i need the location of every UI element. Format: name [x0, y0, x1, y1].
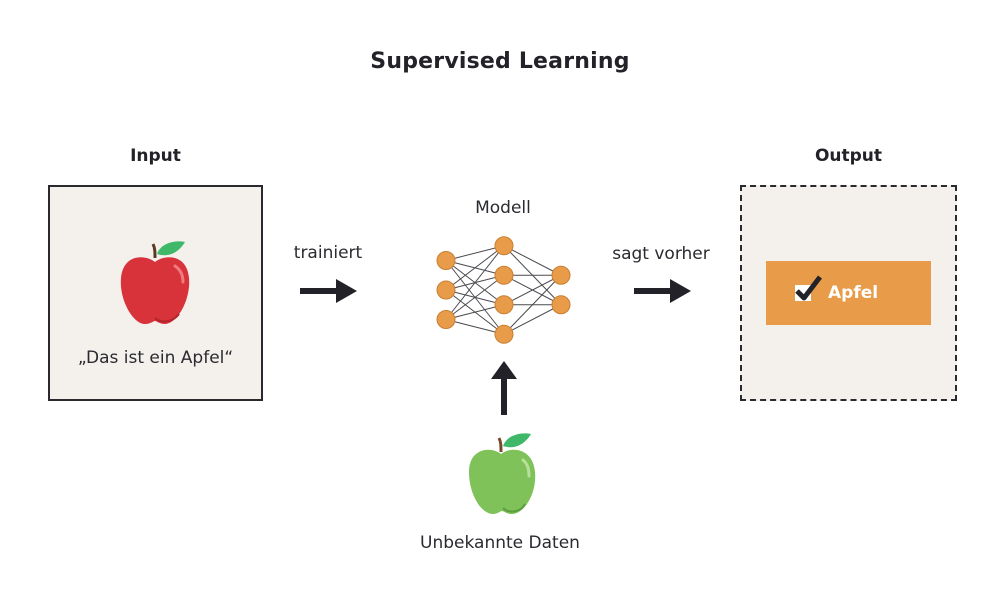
model-heading: Modell — [475, 198, 531, 218]
arrow-right-icon — [300, 279, 357, 303]
nn-connection — [445, 274, 505, 320]
nn-node-layer-1 — [436, 310, 456, 329]
nn-connection — [503, 304, 562, 335]
nn-node-layer-1 — [436, 251, 456, 270]
predict-label: sagt vorher — [612, 244, 710, 264]
nn-connection — [445, 245, 505, 320]
input-heading: Input — [130, 146, 181, 166]
checkmark-icon — [795, 275, 822, 301]
diagram-title: Supervised Learning — [370, 49, 630, 74]
output-result — [766, 261, 931, 325]
arrow-up-icon — [491, 361, 517, 415]
arrow-right-icon — [634, 279, 691, 303]
nn-connection — [503, 274, 562, 306]
nn-node-layer-1 — [436, 280, 456, 300]
nn-connection — [445, 245, 505, 291]
output-heading: Output — [814, 146, 883, 166]
nn-node-layer-2 — [494, 236, 514, 256]
train-label: trainiert — [293, 243, 363, 263]
nn-connection — [503, 274, 562, 335]
nn-connection — [445, 319, 505, 335]
nn-connection — [445, 245, 505, 261]
unknown-data-label: Unbekannte Daten — [420, 533, 580, 553]
red-apple-icon — [120, 241, 190, 324]
nn-node-layer-3 — [551, 295, 571, 315]
nn-node-layer-2 — [494, 324, 514, 344]
green-apple-icon — [469, 433, 536, 514]
neural-network-icon — [436, 236, 571, 344]
nn-connection — [503, 245, 562, 276]
nn-connection — [445, 304, 505, 320]
nn-node-layer-2 — [494, 295, 514, 315]
nn-node-layer-3 — [551, 265, 571, 285]
output-result-label: Apfel — [828, 283, 879, 303]
nn-node-layer-2 — [494, 265, 514, 285]
input-caption: „Das ist ein Apfel“ — [77, 348, 234, 368]
